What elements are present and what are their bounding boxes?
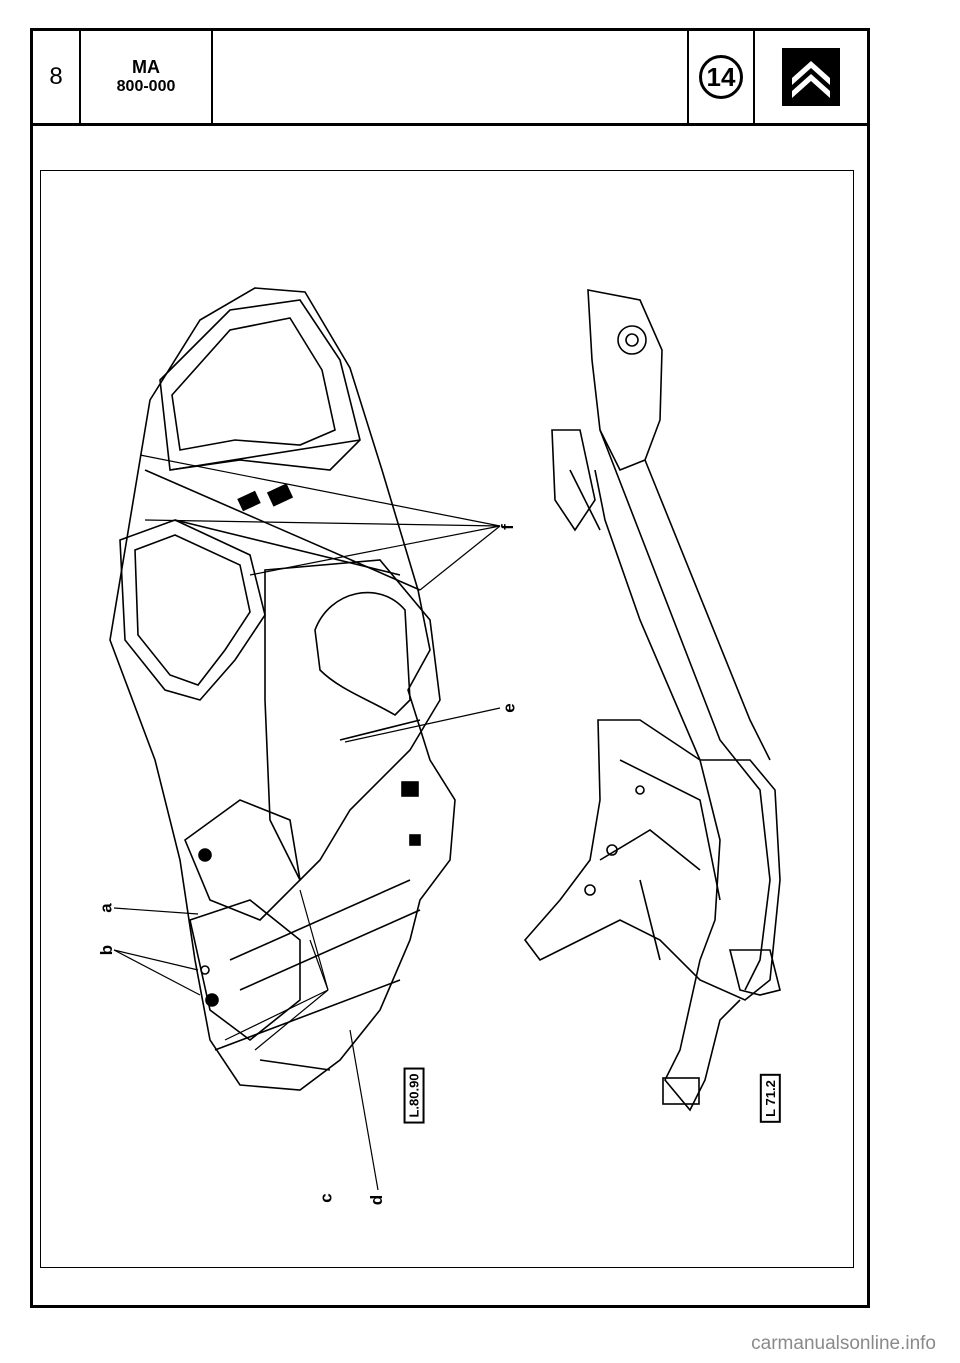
chapter-badge: 14: [699, 55, 743, 99]
label-f: f: [497, 524, 517, 530]
watermark: carmanualsonline.info: [751, 1333, 936, 1354]
page-frame: 8 MA 800-000 14: [30, 28, 870, 1308]
illustration-frame: [40, 170, 854, 1268]
label-d: d: [367, 1194, 387, 1206]
label-b: b: [97, 944, 117, 956]
header-blank: [213, 31, 689, 123]
chapter-cell: 14: [689, 31, 755, 123]
label-c: c: [316, 1193, 336, 1203]
page-number: 8: [33, 31, 81, 123]
logo-cell: [755, 31, 867, 123]
brand-logo: [782, 48, 840, 106]
leader-lines: [113, 454, 501, 1191]
label-a: a: [96, 903, 116, 913]
car-body-drawing: [109, 287, 456, 1091]
header: 8 MA 800-000 14: [33, 31, 867, 126]
manual-reference-line2: 800-000: [116, 78, 176, 96]
figure-ref-frame: L 71.2: [759, 1074, 781, 1123]
label-e: e: [499, 703, 519, 713]
manual-reference: MA 800-000: [81, 31, 213, 123]
figure-ref-body: L.80.90: [403, 1067, 425, 1124]
manual-reference-line1: MA: [132, 57, 160, 78]
double-chevron-icon: [792, 61, 830, 98]
chassis-frame-drawing: [523, 289, 781, 1112]
